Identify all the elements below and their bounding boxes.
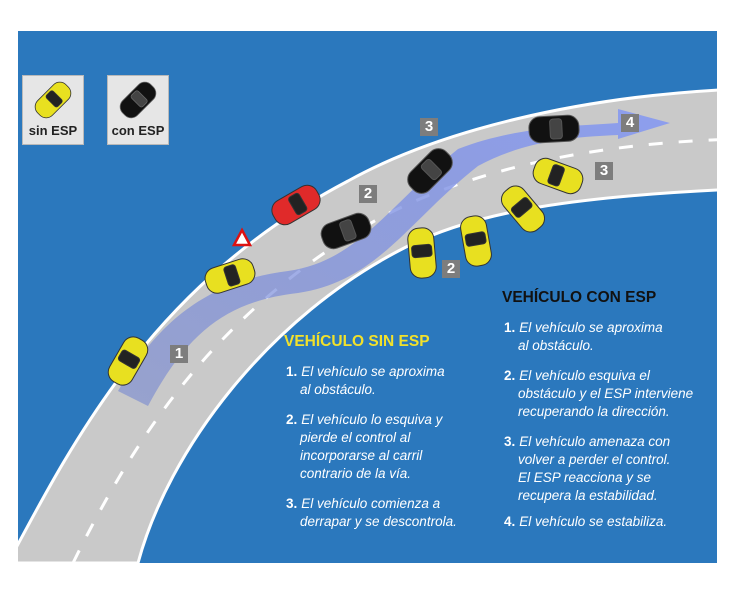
car-without-esp-6 (529, 154, 587, 198)
obstacle-car (267, 180, 325, 230)
marker-2-with: 2 (359, 185, 377, 203)
marker-3-without: 3 (595, 162, 613, 180)
car-without-esp-4 (458, 213, 494, 269)
warning-triangle-icon (231, 227, 253, 247)
marker-4: 4 (621, 114, 639, 132)
step-with-3: 3.El vehículo amenaza con volver a perde… (504, 434, 671, 503)
car-without-esp-2 (201, 255, 259, 297)
step-with-4: 4.El vehículo se estabiliza. (504, 514, 668, 529)
road-illustration (18, 88, 717, 563)
heading-with-esp: VEHÍCULO CON ESP (502, 289, 657, 306)
car-without-esp-3 (406, 226, 438, 280)
step-without-1: 1.El vehículo se aproxima al obstáculo. (286, 364, 445, 397)
car-without-esp-5 (496, 180, 550, 238)
curved-road (18, 88, 717, 563)
step-with-1: 1.El vehículo se aproxima al obstáculo. (504, 320, 663, 353)
step-without-2: 2.El vehículo lo esquiva y pierde el con… (286, 412, 443, 481)
heading-without-esp: VEHÍCULO SIN ESP (284, 333, 430, 350)
step-with-2: 2.El vehículo esquiva el obstáculo y el … (504, 368, 694, 419)
marker-3-with: 3 (420, 118, 438, 136)
esp-diagram-scene: 1 2 2 3 3 4 sin ESP con ESP VEHÍCULO SIN… (18, 31, 717, 563)
legend-without-esp: sin ESP (22, 75, 84, 145)
legend-label-with: con ESP (111, 123, 165, 138)
legend-yellow-car (34, 81, 72, 119)
legend-label-without: sin ESP (28, 123, 78, 138)
car-without-esp-1 (103, 332, 153, 390)
step-without-3: 3.El vehículo comienza a derrapar y se d… (286, 496, 457, 529)
steps-without-esp: 1.El vehículo se aproxima al obstáculo. … (286, 363, 486, 531)
marker-2-without: 2 (442, 260, 460, 278)
car-with-esp-1 (317, 209, 375, 253)
legend-with-esp: con ESP (107, 75, 169, 145)
car-with-esp-2 (402, 143, 458, 199)
steps-with-esp: 1.El vehículo se aproxima al obstáculo. … (504, 319, 714, 531)
car-with-esp-3 (527, 114, 581, 144)
marker-1: 1 (170, 345, 188, 363)
legend-black-car (119, 81, 157, 119)
lane-divider (71, 138, 717, 563)
